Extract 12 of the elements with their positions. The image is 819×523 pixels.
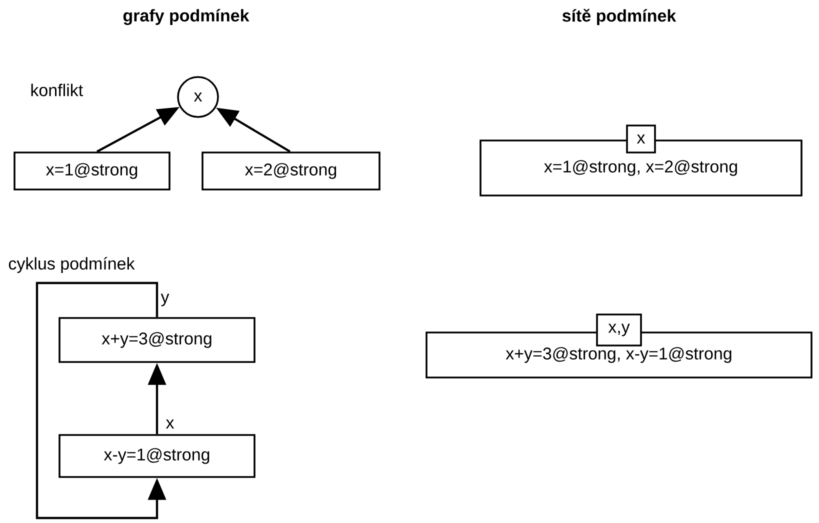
constraint-box: x+y=3@strong [58,317,256,363]
constraint-box: x=1@strong [14,152,170,190]
constraint-box: x [626,124,656,154]
constraint-box: x-y=1@strong [58,434,256,478]
section-label: cyklus podmínek [8,256,135,274]
section-label: konflikt [31,84,83,96]
heading: sítě podmínek [562,8,676,26]
heading: grafy podmínek [123,8,250,26]
edge-label: y [160,292,170,308]
edge-label: x [164,418,176,430]
constraint-box: x=2@strong [202,152,380,190]
constraint-box: x,y [596,314,642,346]
